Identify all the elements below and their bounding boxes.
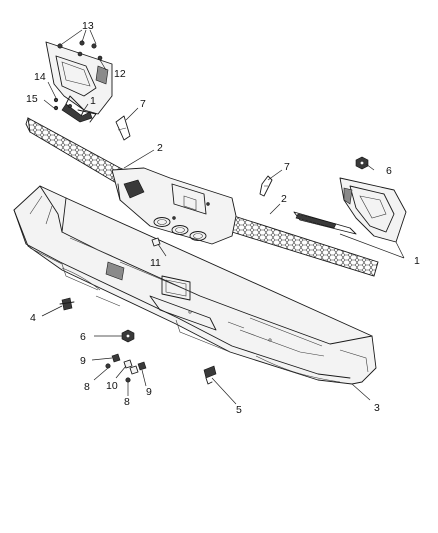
nut-6-lower bbox=[121, 329, 135, 343]
right-bumper-bracket bbox=[293, 177, 407, 243]
right-clip bbox=[259, 175, 273, 197]
callout-13: 13 bbox=[82, 20, 94, 32]
callout-15: 15 bbox=[26, 93, 38, 105]
callout-9-left: 9 bbox=[80, 355, 86, 367]
callout-9-right: 9 bbox=[146, 386, 152, 398]
callout-8-right: 8 bbox=[124, 396, 130, 408]
callout-10: 10 bbox=[106, 380, 118, 392]
callout-1-right: 1 bbox=[414, 255, 420, 267]
left-bumper-bracket bbox=[45, 41, 113, 123]
callout-6-lower: 6 bbox=[80, 331, 86, 343]
rear-bumper-shell bbox=[13, 185, 377, 385]
nut-6-upper bbox=[355, 156, 369, 170]
left-clip bbox=[115, 115, 131, 141]
callout-6-upper: 6 bbox=[386, 165, 392, 177]
callout-12: 12 bbox=[114, 68, 126, 80]
step-pad-grille bbox=[25, 117, 379, 277]
callout-7-right: 7 bbox=[284, 161, 290, 173]
callout-3: 3 bbox=[374, 402, 380, 414]
callout-2-right: 2 bbox=[281, 193, 287, 205]
callout-4: 4 bbox=[30, 312, 36, 324]
callout-8-left: 8 bbox=[84, 381, 90, 393]
callout-5: 5 bbox=[236, 404, 242, 416]
callout-labels: 13 12 14 15 1 7 2 6 7 2 1 11 4 6 9 10 8 … bbox=[26, 20, 420, 416]
callout-14: 14 bbox=[34, 71, 46, 83]
retainer-5 bbox=[203, 365, 217, 385]
callout-7-left: 7 bbox=[140, 98, 146, 110]
callout-11: 11 bbox=[150, 257, 161, 269]
leader-lines bbox=[41, 29, 405, 405]
retainer-4 bbox=[59, 297, 75, 311]
bracket-fasteners bbox=[53, 40, 103, 111]
callout-1-left: 1 bbox=[90, 95, 96, 107]
callout-2-left: 2 bbox=[157, 142, 163, 154]
